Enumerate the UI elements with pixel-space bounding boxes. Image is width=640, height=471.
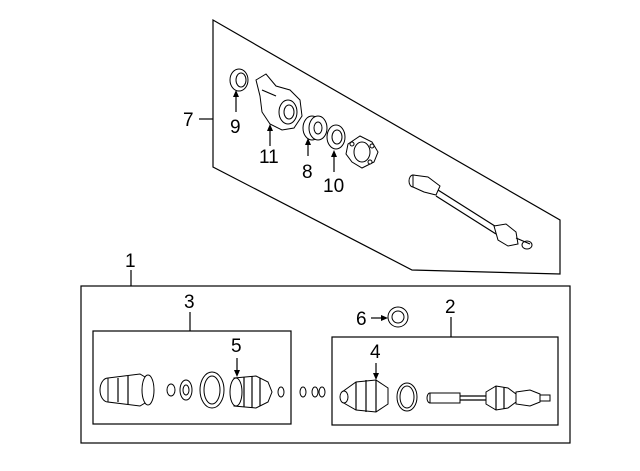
spider-bearing[interactable] xyxy=(179,379,193,401)
callout-8-arrowhead xyxy=(305,138,311,145)
callout-10-arrowhead xyxy=(331,150,337,157)
outer-joint-kit-box xyxy=(331,336,559,426)
intermediate-shaft[interactable] xyxy=(408,174,533,250)
callout-10: 10 xyxy=(323,176,344,197)
callout-11: 11 xyxy=(259,147,279,168)
part-6-dust-seal[interactable] xyxy=(387,306,409,328)
inner-joint-kit-box xyxy=(92,330,292,425)
part-10-snap-ring[interactable] xyxy=(326,124,346,150)
callout-4-arrowhead xyxy=(373,373,379,380)
inner-boot-clamp[interactable] xyxy=(199,371,225,409)
callout-5: 5 xyxy=(231,336,242,357)
callout-9: 9 xyxy=(230,117,241,138)
callout-9-arrowhead xyxy=(233,90,239,97)
inner-joint-housing[interactable] xyxy=(99,373,155,407)
part-8-bearing[interactable] xyxy=(302,115,328,141)
boot-band[interactable] xyxy=(277,386,285,398)
callout-1: 1 xyxy=(125,251,136,272)
callout-5-arrowhead xyxy=(234,370,240,377)
circlip[interactable] xyxy=(166,383,176,397)
axle-shaft[interactable] xyxy=(426,385,551,411)
callout-6-arrowhead xyxy=(381,315,388,321)
part-5-inner-boot[interactable] xyxy=(229,375,273,409)
loose-clamps[interactable] xyxy=(299,386,326,398)
callout-6: 6 xyxy=(356,309,367,330)
callout-2: 2 xyxy=(445,297,456,318)
part-9-seal[interactable] xyxy=(229,68,249,92)
part-4-outer-boot[interactable] xyxy=(339,379,389,413)
callout-3: 3 xyxy=(184,292,195,313)
upper-panel-outline xyxy=(212,18,561,275)
hub-flange[interactable] xyxy=(345,135,379,169)
part-11-knuckle[interactable] xyxy=(255,73,303,131)
upper-panel: 7 9 11 8 xyxy=(183,18,561,275)
callout-11-arrowhead xyxy=(267,124,273,131)
callout-4: 4 xyxy=(370,342,381,363)
outer-boot-clamp[interactable] xyxy=(396,382,418,412)
lower-panel-outline xyxy=(80,285,571,444)
callout-8: 8 xyxy=(302,162,313,183)
lower-panel: 1 3 xyxy=(80,251,571,444)
callout-7: 7 xyxy=(183,110,194,131)
